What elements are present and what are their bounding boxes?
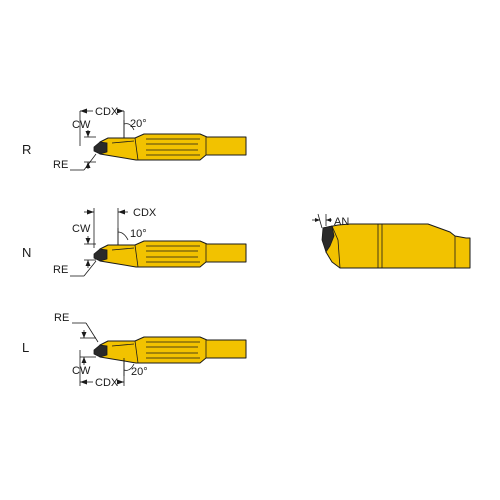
row-label-l: L — [22, 340, 29, 355]
angle-dimension-l: 20° — [123, 358, 148, 378]
tool-n-body — [93, 240, 247, 268]
row-r: R CDX CW RE — [22, 106, 247, 171]
cw-label-r: CW — [72, 119, 91, 131]
cw-dimension-r: CW — [72, 119, 96, 169]
tool-l-body — [93, 336, 247, 364]
re-label-l: RE — [54, 312, 69, 324]
cw-dimension-l: CW — [72, 330, 96, 377]
side-view: AN — [312, 213, 471, 269]
angle-label-r: 20° — [130, 118, 147, 130]
row-n: N CDX CW RE — [22, 207, 247, 277]
re-dimension-n: RE — [53, 260, 97, 277]
row-label-r: R — [22, 142, 31, 157]
an-dimension: AN — [312, 213, 349, 229]
angle-dimension-r: 20° — [123, 118, 147, 138]
cdx-label-r: CDX — [95, 106, 119, 118]
row-l: L RE CW CDX — [22, 312, 247, 389]
cdx-label-n: CDX — [133, 207, 157, 219]
tool-r-body — [93, 133, 247, 161]
re-dimension-r: RE — [53, 153, 97, 171]
cw-dimension-n: CW — [72, 223, 96, 268]
re-dimension-l: RE — [54, 312, 99, 343]
angle-label-n: 10° — [130, 228, 147, 240]
re-label-n: RE — [53, 264, 68, 276]
an-label: AN — [334, 216, 349, 228]
re-label-r: RE — [53, 159, 68, 171]
cdx-dimension-r: CDX — [79, 106, 125, 146]
angle-dimension-n: 10° — [117, 228, 147, 245]
cdx-label-l: CDX — [95, 377, 119, 389]
angle-label-l: 20° — [131, 366, 148, 378]
row-label-n: N — [22, 245, 31, 260]
cw-label-n: CW — [72, 223, 91, 235]
cw-label-l: CW — [72, 365, 91, 377]
